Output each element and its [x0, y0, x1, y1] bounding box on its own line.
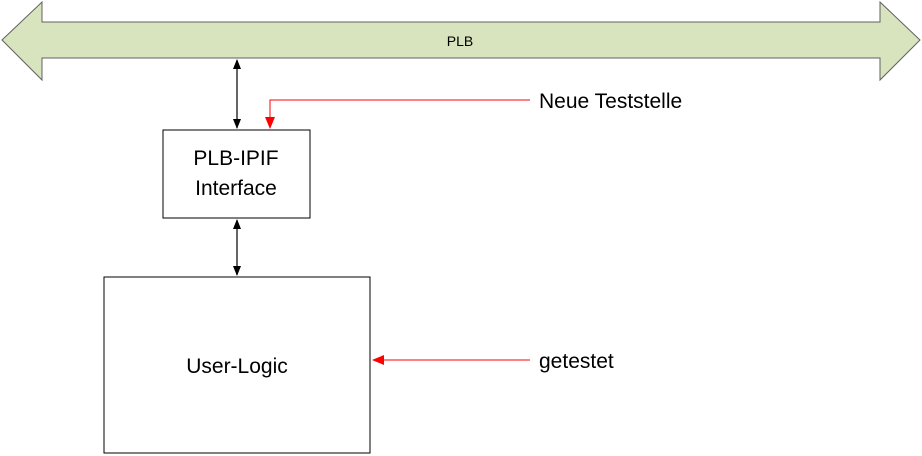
- plb-ipif-subtitle: Interface: [195, 177, 277, 200]
- user-logic-label: User-Logic: [186, 355, 288, 378]
- plb-ipif-title: PLB-IPIF: [193, 147, 278, 170]
- new-testpoint-label: Neue Teststelle: [539, 90, 682, 113]
- plb-ipif-interface-box: [162, 129, 311, 219]
- plb-bus-arrow: [1, 0, 921, 82]
- plb-bus-label: PLB: [447, 33, 473, 49]
- tested-label: getestet: [539, 350, 614, 373]
- new-testpoint-arrow: [265, 99, 530, 129]
- user-logic-box: [103, 276, 371, 454]
